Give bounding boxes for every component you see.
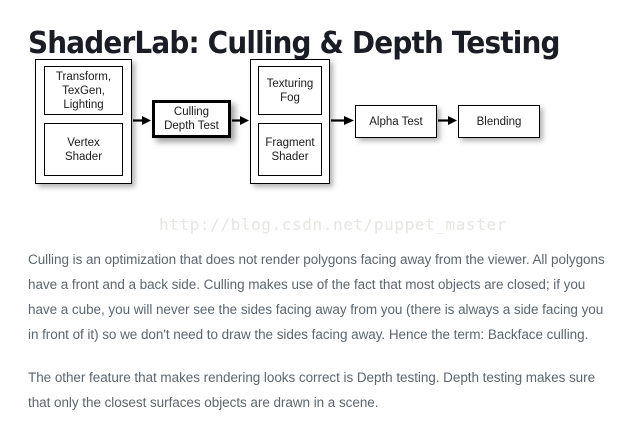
arrow-right-icon bbox=[438, 116, 457, 125]
diagram-node-alpha-test: Alpha Test bbox=[355, 105, 437, 138]
watermark-url: http://blog.csdn.net/puppet_master bbox=[159, 215, 507, 234]
arrow-right-icon bbox=[331, 116, 354, 125]
diagram-node-transform: Transform, TexGen, Lighting bbox=[44, 66, 123, 115]
diagram-node-blending: Blending bbox=[458, 105, 540, 138]
paragraph-depth-testing: The other feature that makes rendering l… bbox=[28, 370, 596, 410]
paragraph-culling: Culling is an optimization that does not… bbox=[28, 252, 605, 342]
diagram-node-fragment-shader: Fragment Shader bbox=[258, 123, 322, 176]
article-body: Culling is an optimization that does not… bbox=[28, 247, 613, 415]
diagram-node-texturing-fog: Texturing Fog bbox=[258, 66, 322, 115]
arrow-right-icon bbox=[133, 116, 151, 125]
diagram-node-culling-depth-test: Culling Depth Test bbox=[152, 100, 231, 138]
arrow-right-icon bbox=[232, 116, 249, 125]
diagram-node-vertex-shader: Vertex Shader bbox=[44, 123, 123, 176]
page-title: ShaderLab: Culling & Depth Testing bbox=[28, 26, 560, 62]
shader-pipeline-diagram: Transform, TexGen, Lighting Vertex Shade… bbox=[0, 52, 636, 197]
